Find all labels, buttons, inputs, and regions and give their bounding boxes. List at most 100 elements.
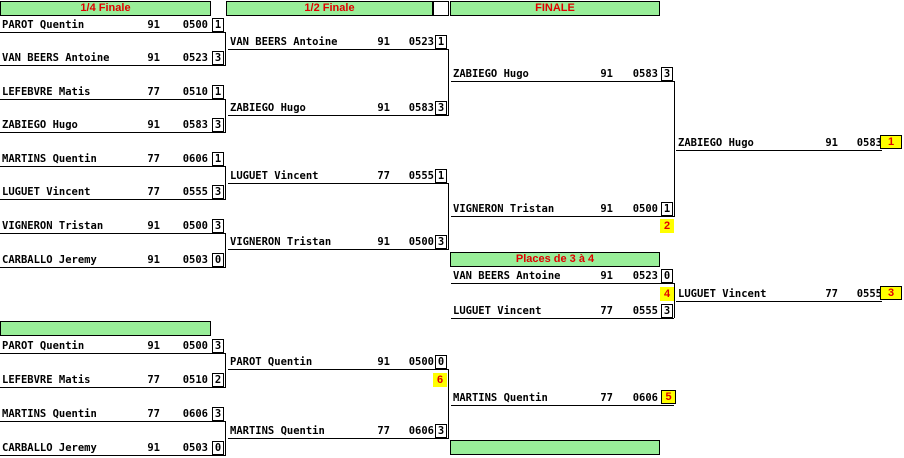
bracket-line [674,81,675,217]
player-club: 91 [147,340,160,352]
score-box: 0 [212,253,224,267]
player-club: 77 [600,392,613,404]
cl-winner-row: MARTINS Quentin 77 0606 [451,391,674,406]
player-club: 77 [147,153,160,165]
player-name: VIGNERON Tristan [2,220,104,232]
bracket-line [448,183,449,250]
player-club: 77 [600,305,613,317]
score-box: 3 [212,185,224,199]
player-name: VIGNERON Tristan [230,236,332,248]
player-id: 0606 [182,408,208,420]
score-box: 2 [212,373,224,387]
qf-row-5: MARTINS Quentin 77 0606 [0,152,226,167]
player-id: 0583 [182,119,208,131]
score-box: 3 [212,51,224,65]
player-id: 0523 [632,270,658,282]
player-club: 77 [147,86,160,98]
player-name: VAN BEERS Antoine [230,36,338,48]
player-id: 0523 [182,52,208,64]
qf-row-4: ZABIEGO Hugo 91 0583 [0,118,226,133]
score-box: 3 [212,118,224,132]
player-club: 91 [600,203,613,215]
cl-row-4: CARBALLO Jeremy 91 0503 [0,441,226,456]
player-club: 91 [147,52,160,64]
player-club: 91 [147,119,160,131]
player-id: 0510 [182,86,208,98]
score-box: 3 [212,339,224,353]
player-id: 0500 [408,236,434,248]
player-club: 91 [147,254,160,266]
score-box: 1 [212,152,224,166]
player-name: PAROT Quentin [2,19,85,31]
player-name: PAROT Quentin [230,356,313,368]
player-name: MARTINS Quentin [453,392,548,404]
player-name: MARTINS Quentin [2,153,97,165]
bracket-line [448,369,449,438]
qf-row-7: VIGNERON Tristan 91 0500 [0,219,226,234]
score-box: 3 [435,424,447,438]
rank-badge: 5 [661,390,676,404]
player-name: CARBALLO Jeremy [2,254,97,266]
score-box: 1 [661,202,673,216]
player-name: CARBALLO Jeremy [2,442,97,454]
bracket-line [225,353,226,387]
sf-row-2: ZABIEGO Hugo 91 0583 [228,101,449,116]
player-club: 77 [147,374,160,386]
player-id: 0583 [632,68,658,80]
player-name: MARTINS Quentin [2,408,97,420]
score-box: 1 [212,18,224,32]
score-box: 1 [212,85,224,99]
header-spacer [433,1,449,16]
header-final: FINALE [450,1,660,16]
player-club: 91 [600,270,613,282]
player-id: 0500 [408,356,434,368]
score-box: 3 [435,235,447,249]
score-box: 3 [435,101,447,115]
final-row-2: VIGNERON Tristan 91 0500 [451,202,674,217]
third-winner-row: LUGUET Vincent 77 0555 [676,287,882,302]
player-name: LUGUET Vincent [230,170,319,182]
player-club: 91 [377,236,390,248]
cl-semi-row-1: PAROT Quentin 91 0500 [228,355,449,370]
score-box: 3 [212,407,224,421]
bracket-line [225,99,226,133]
player-club: 91 [600,68,613,80]
score-box: 1 [435,35,447,49]
rank-badge: 4 [660,287,674,301]
qf-row-8: CARBALLO Jeremy 91 0503 [0,253,226,268]
player-club: 91 [377,356,390,368]
player-id: 0503 [182,442,208,454]
player-id: 0503 [182,254,208,266]
player-club: 91 [377,36,390,48]
cl-row-2: LEFEBVRE Matis 77 0510 [0,373,226,388]
player-id: 0510 [182,374,208,386]
header-bottom [450,440,660,455]
cl-semi-row-2: MARTINS Quentin 77 0606 [228,424,449,439]
qf-row-2: VAN BEERS Antoine 91 0523 [0,51,226,66]
header-third-place: Places de 3 à 4 [450,252,660,267]
rank-badge: 6 [433,373,447,387]
player-id: 0500 [182,220,208,232]
score-box: 0 [661,269,673,283]
player-club: 91 [147,19,160,31]
player-id: 0606 [632,392,658,404]
qf-row-1: PAROT Quentin 91 0500 [0,18,226,33]
player-club: 77 [147,186,160,198]
bracket-line [225,32,226,66]
player-id: 0555 [632,305,658,317]
score-box: 1 [435,169,447,183]
player-name: LEFEBVRE Matis [2,86,91,98]
player-name: LEFEBVRE Matis [2,374,91,386]
player-id: 0555 [182,186,208,198]
score-box: 3 [661,67,673,81]
player-club: 77 [377,170,390,182]
header-semi-final: 1/2 Finale [226,1,433,16]
player-name: ZABIEGO Hugo [230,102,306,114]
player-name: LUGUET Vincent [2,186,91,198]
final-row-1: ZABIEGO Hugo 91 0583 [451,67,674,82]
sf-row-1: VAN BEERS Antoine 91 0523 [228,35,449,50]
third-row-2: LUGUET Vincent 77 0555 [451,304,674,319]
bracket-line [225,233,226,267]
player-id: 0523 [408,36,434,48]
bracket-line [448,49,449,116]
